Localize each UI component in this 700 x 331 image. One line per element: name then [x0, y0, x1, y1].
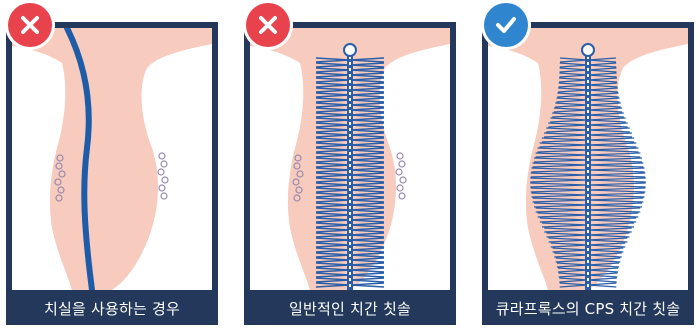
- cps-brush-illustration: [488, 28, 688, 290]
- panel-floss: 치실을 사용하는 경우: [6, 22, 218, 325]
- incorrect-badge: [8, 3, 52, 47]
- conventional-brush-illustration: [250, 28, 450, 290]
- panel-caption: 치실을 사용하는 경우: [6, 291, 218, 325]
- panel-cps-brush: 큐라프록스의 CPS 치간 칫솔: [482, 22, 694, 325]
- check-icon: [494, 13, 518, 37]
- x-icon: [18, 13, 42, 37]
- floss-illustration: [12, 28, 212, 290]
- incorrect-badge: [246, 3, 290, 47]
- panel-caption: 큐라프록스의 CPS 치간 칫솔: [482, 291, 694, 325]
- correct-badge: [484, 3, 528, 47]
- panel-caption: 일반적인 치간 칫솔: [244, 291, 456, 325]
- x-icon: [256, 13, 280, 37]
- panel-conventional-brush: 일반적인 치간 칫솔: [244, 22, 456, 325]
